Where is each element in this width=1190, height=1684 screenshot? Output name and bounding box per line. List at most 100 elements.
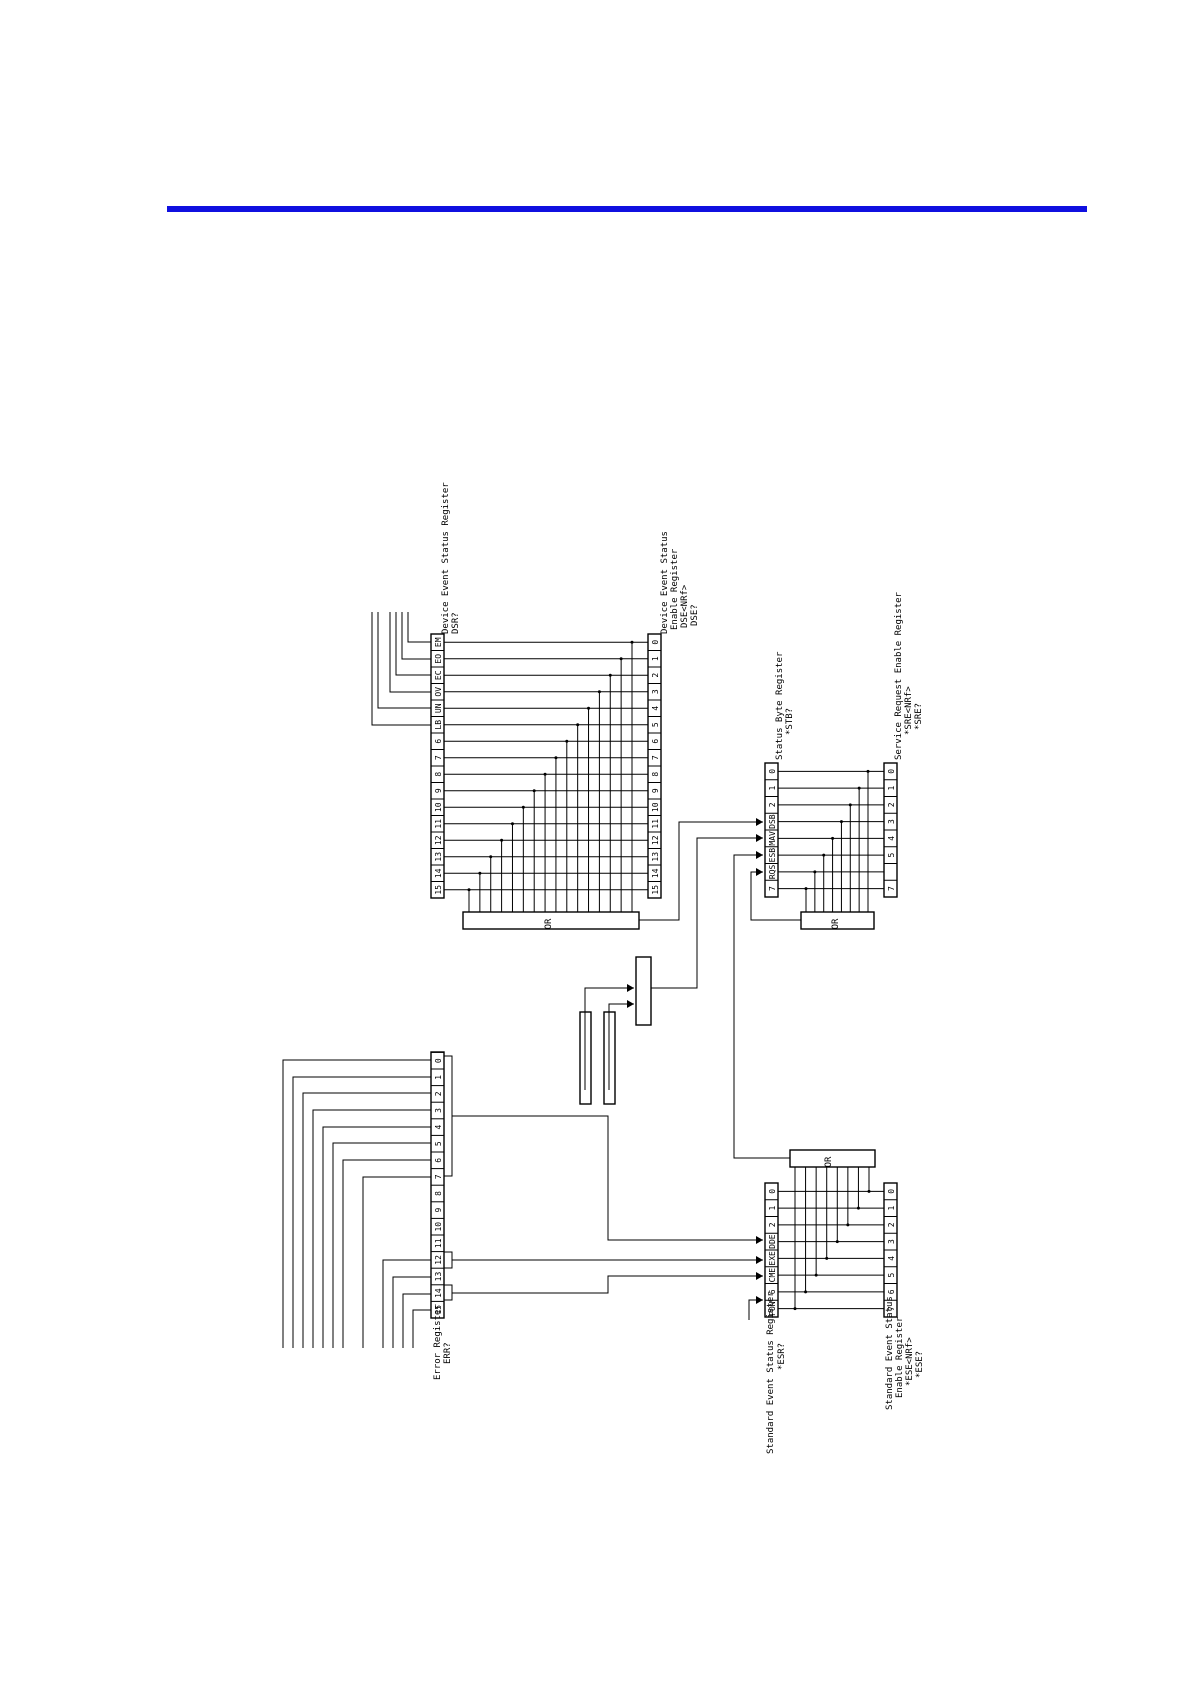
status_byte-cell-1: RQS bbox=[768, 864, 777, 879]
error-cell-14: 1 bbox=[434, 1075, 443, 1080]
srq-enable-cmd: *SRE<NRf> bbox=[904, 686, 914, 735]
dev_enable-cell-7: 8 bbox=[651, 772, 660, 777]
std_enable-cell-5: 2 bbox=[887, 1222, 896, 1227]
dev-status-query: DSR? bbox=[451, 612, 461, 634]
dev_status-cell-9: 6 bbox=[434, 739, 443, 744]
std-enable-label-2: Enable Register bbox=[895, 1316, 905, 1398]
error-cell-12: 3 bbox=[434, 1108, 443, 1113]
error-cell-5: 10 bbox=[434, 1222, 443, 1232]
std_enable-cell-0: 7 bbox=[887, 1306, 896, 1311]
status_byte-cell-4: DSB bbox=[768, 814, 777, 829]
std_status-cell-7: 0 bbox=[768, 1189, 777, 1194]
dev_enable-cell-12: 3 bbox=[651, 689, 660, 694]
status_byte-cell-6: 1 bbox=[768, 786, 777, 791]
dev_enable-cell-9: 6 bbox=[651, 739, 660, 744]
dev-enable-cmd: DSE<NRf> bbox=[680, 584, 690, 628]
std_enable-cell-4: 3 bbox=[887, 1239, 896, 1244]
status-byte-query: *STB? bbox=[785, 708, 795, 735]
dev_enable-cell-13: 2 bbox=[651, 673, 660, 678]
error-cell-4: 11 bbox=[434, 1238, 443, 1248]
error-cell-15: 0 bbox=[434, 1058, 443, 1063]
error-cell-9: 6 bbox=[434, 1158, 443, 1163]
dev_enable-cell-14: 1 bbox=[651, 656, 660, 661]
dev_enable-cell-11: 4 bbox=[651, 706, 660, 711]
std-enable-label: Standard Event Status bbox=[885, 1296, 895, 1410]
std-status-arrows bbox=[756, 1236, 763, 1304]
std_status-cell-2: CME bbox=[768, 1268, 777, 1283]
dev_enable-cell-10: 5 bbox=[651, 722, 660, 727]
status_byte-cell-2: ESB bbox=[768, 848, 777, 863]
std-enable-query: *ESE? bbox=[915, 1351, 925, 1378]
status_byte-cell-5: 2 bbox=[768, 802, 777, 807]
std-or-gate: OR bbox=[733, 854, 876, 1168]
dev_status-cell-4: 11 bbox=[434, 819, 443, 829]
std-status-query: *ESR? bbox=[777, 1343, 787, 1370]
std_enable-cell-2: 5 bbox=[887, 1273, 896, 1278]
dev_status-cell-11: UN bbox=[434, 703, 443, 713]
std_enable-cell-3: 4 bbox=[887, 1256, 896, 1261]
dev_enable-cell-6: 9 bbox=[651, 788, 660, 793]
error-cell-6: 9 bbox=[434, 1208, 443, 1213]
dev_enable-cell-0: 15 bbox=[651, 885, 660, 895]
dev_enable-cell-2: 13 bbox=[651, 852, 660, 862]
std_enable-cell-7: 0 bbox=[887, 1189, 896, 1194]
srq_enable-cell-0: 7 bbox=[887, 886, 896, 891]
srq-or-gate: OR bbox=[750, 871, 875, 930]
std_enable-cell-6: 1 bbox=[887, 1206, 896, 1211]
dev-or-label: OR bbox=[544, 918, 554, 929]
dev_status-cell-13: EC bbox=[434, 670, 443, 680]
dev_enable-cell-1: 14 bbox=[651, 868, 660, 878]
dev_status-cell-1: 14 bbox=[434, 868, 443, 878]
dev_status-cell-0: 15 bbox=[434, 885, 443, 895]
error-cell-1: 14 bbox=[434, 1288, 443, 1298]
dev_enable-cell-5: 10 bbox=[651, 802, 660, 812]
error-query: ERR? bbox=[443, 1342, 453, 1364]
output-queue bbox=[579, 837, 763, 1105]
dev_status-cell-7: 8 bbox=[434, 772, 443, 777]
dev-status-label: Device Event Status Register bbox=[441, 482, 451, 634]
dev_enable-cell-8: 7 bbox=[651, 755, 660, 760]
dev_status-cell-14: EO bbox=[434, 654, 443, 664]
srq_enable-cell-2: 5 bbox=[887, 853, 896, 858]
dev_enable-cell-15: 0 bbox=[651, 640, 660, 645]
std_status-cell-3: EXE bbox=[768, 1251, 777, 1266]
dev-enable-label-2: Enable Register bbox=[670, 548, 680, 630]
error-cell-3: 12 bbox=[434, 1255, 443, 1265]
status_byte-cell-0: 7 bbox=[768, 886, 777, 891]
status_byte-cell-3: MAV bbox=[768, 831, 777, 846]
srq_enable-cell-6: 1 bbox=[887, 786, 896, 791]
error-cell-13: 2 bbox=[434, 1091, 443, 1096]
std_status-cell-4: DDE bbox=[768, 1234, 777, 1249]
error-cell-10: 5 bbox=[434, 1141, 443, 1146]
dev_status-cell-8: 7 bbox=[434, 755, 443, 760]
srq-or-label: OR bbox=[831, 918, 841, 929]
std_status-cell-0: PON bbox=[768, 1301, 777, 1316]
std-enable-cmd: *ESE<NRf> bbox=[905, 1337, 915, 1386]
srq_enable-cell-3: 4 bbox=[887, 836, 896, 841]
std-or-label: OR bbox=[824, 1156, 834, 1167]
status-byte-bit-lines bbox=[778, 769, 884, 912]
dev-enable-query: DSE? bbox=[690, 604, 700, 626]
std_status-cell-6: 1 bbox=[768, 1206, 777, 1211]
error-cell-11: 4 bbox=[434, 1125, 443, 1130]
dev_status-cell-3: 12 bbox=[434, 835, 443, 845]
error-cell-2: 13 bbox=[434, 1272, 443, 1282]
error-cell-7: 8 bbox=[434, 1191, 443, 1196]
dev-enable-label: Device Event Status bbox=[660, 531, 670, 634]
status-byte-arrows bbox=[756, 818, 763, 876]
srq-enable-query: *SRE? bbox=[914, 703, 924, 730]
srq_enable-cell-5: 2 bbox=[887, 802, 896, 807]
header-rule bbox=[167, 206, 1087, 212]
dev_status-cell-15: EM bbox=[434, 637, 443, 647]
status-byte-label: Status Byte Register bbox=[775, 651, 785, 760]
std_status-cell-5: 2 bbox=[768, 1222, 777, 1227]
status_byte-cell-7: 0 bbox=[768, 769, 777, 774]
dev_enable-cell-3: 12 bbox=[651, 835, 660, 845]
